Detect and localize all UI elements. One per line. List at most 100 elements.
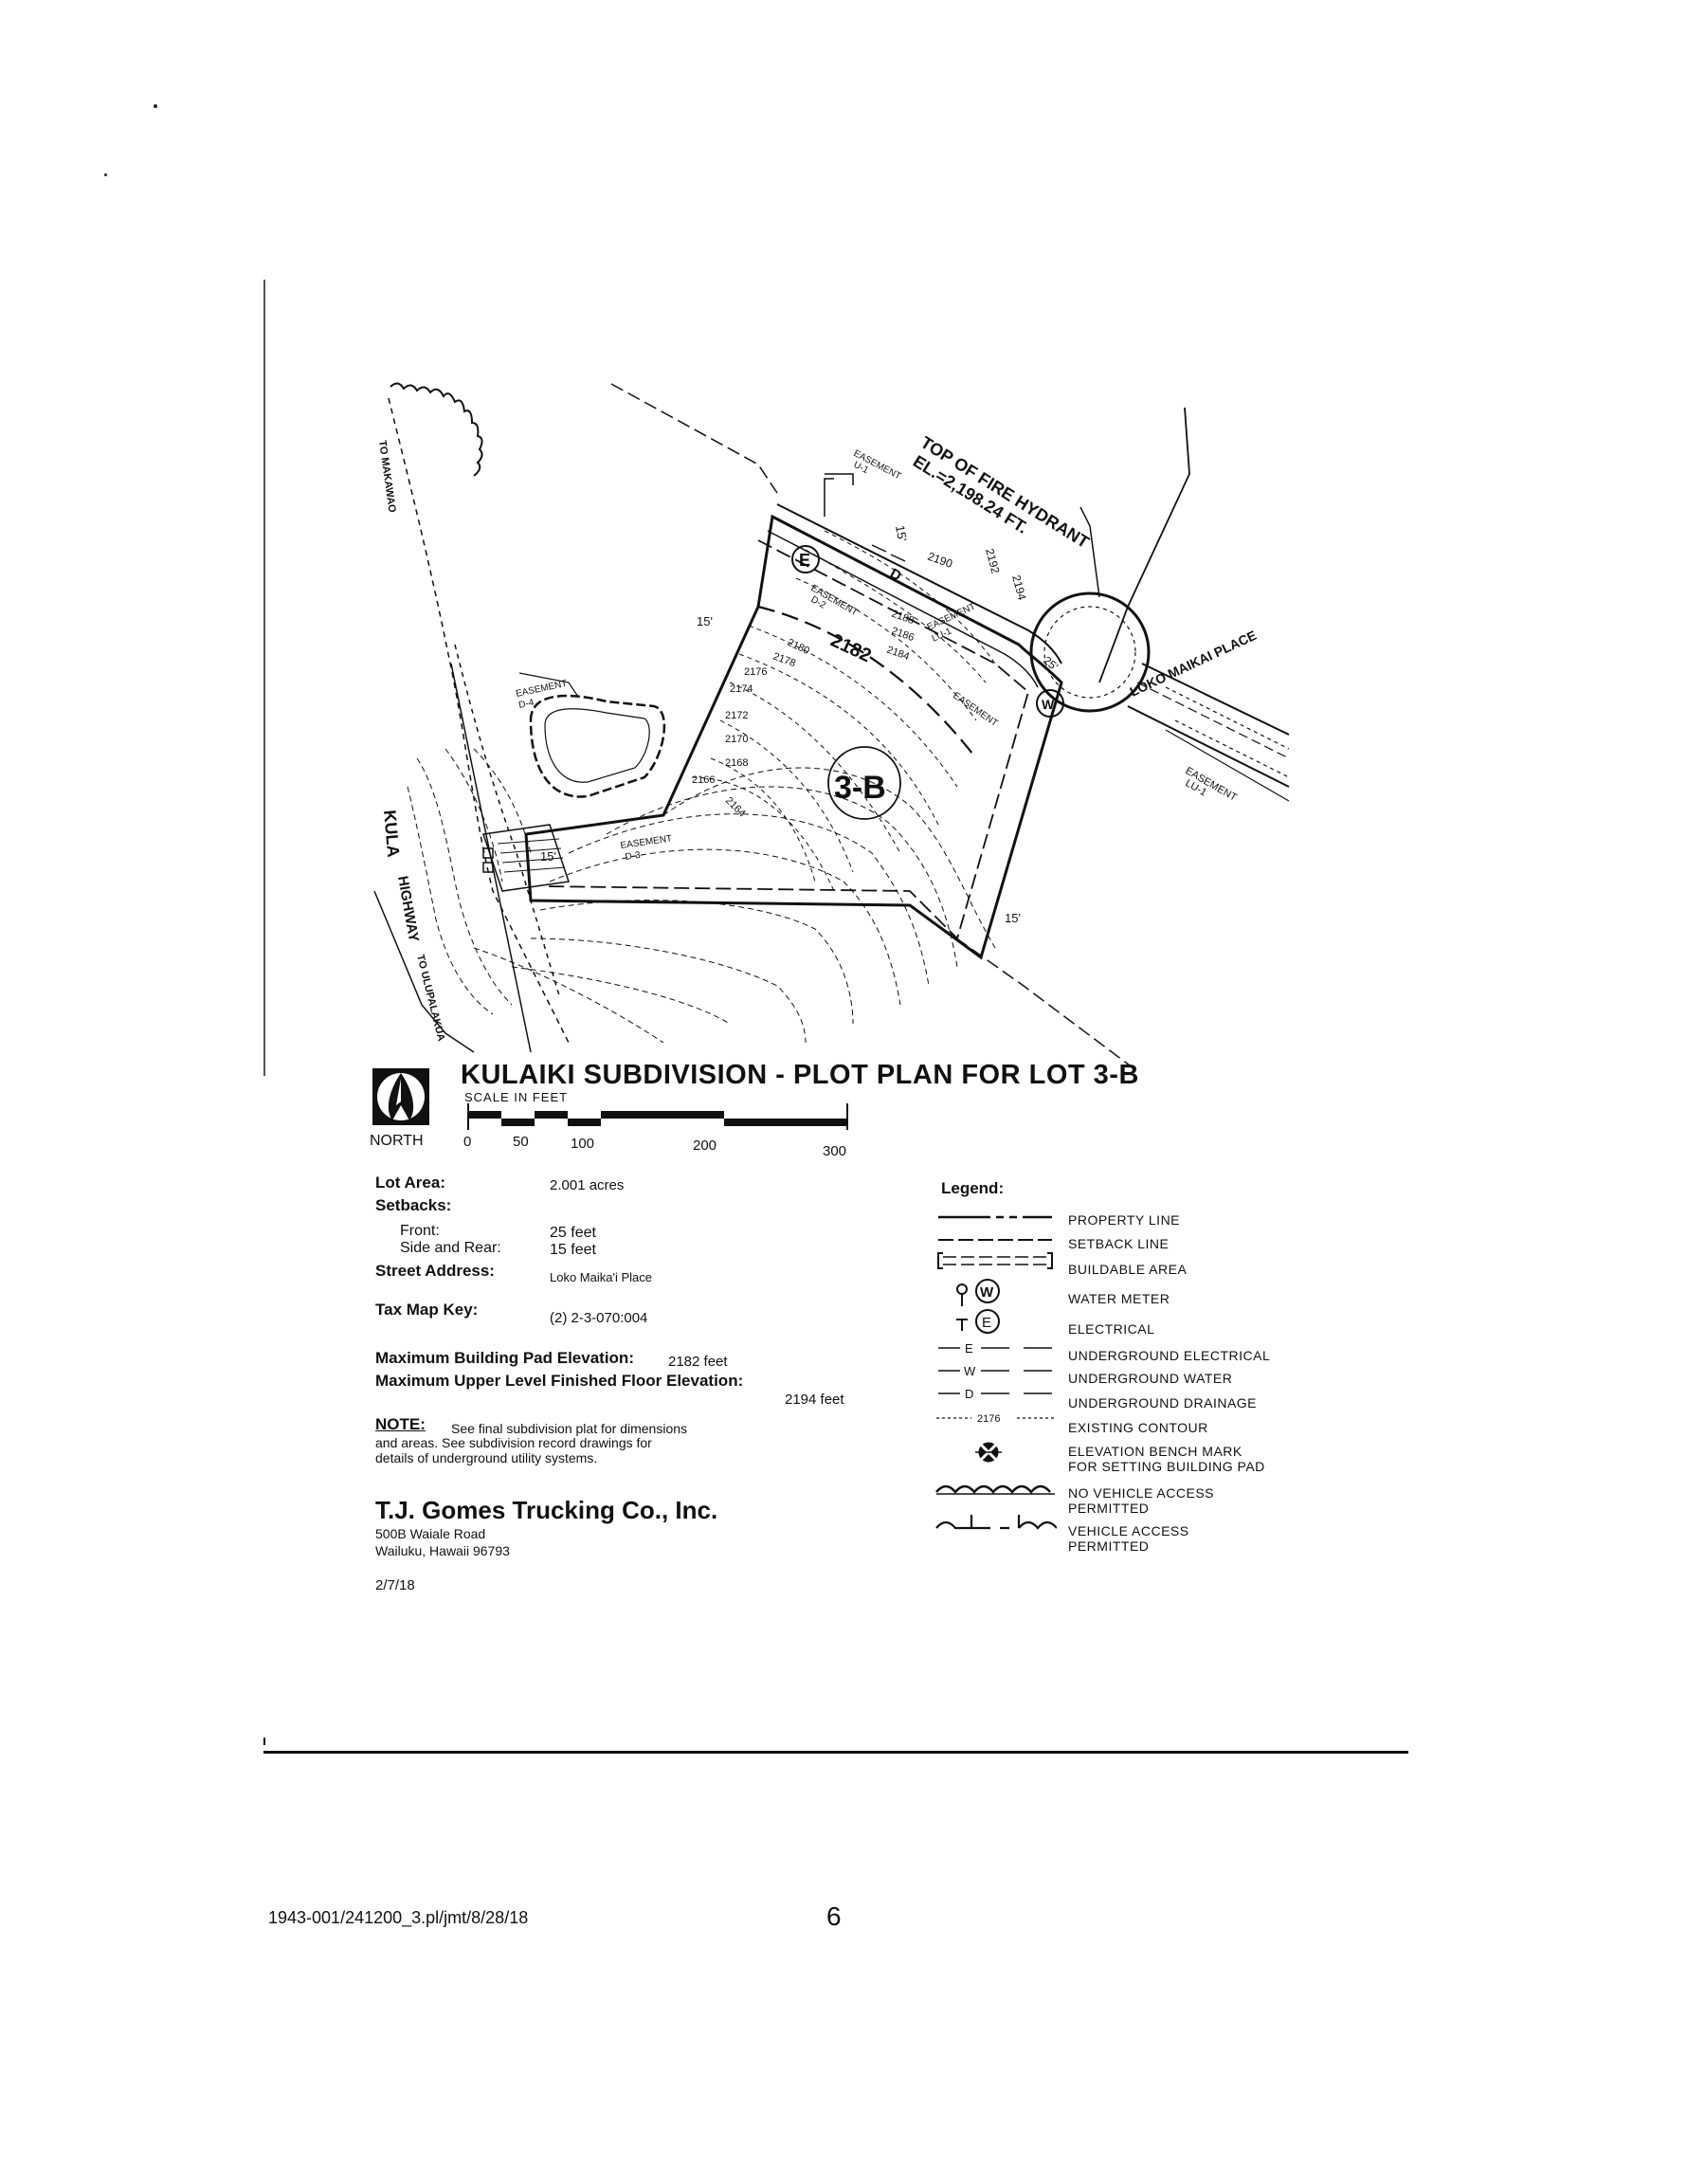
document-id: 1943-001/241200_3.pl/jmt/8/28/18 — [268, 1908, 529, 1927]
north-label: NORTH — [370, 1133, 424, 1149]
hydrant-leader — [824, 478, 1100, 598]
road-label-makawao: TO MAKAWAO — [376, 440, 398, 514]
highway-edge-left — [388, 397, 570, 1044]
plan-title: KULAIKI SUBDIVISION - PLOT PLAN FOR LOT … — [461, 1060, 1139, 1090]
legend-electrical: ELECTRICAL — [1068, 1321, 1155, 1337]
legend-existing-contour: EXISTING CONTOUR — [1068, 1420, 1208, 1435]
legend-no-vehicle-access-2: PERMITTED — [1068, 1501, 1150, 1516]
easement-d3-code: D-3 — [625, 850, 642, 863]
scale-tick-100: 100 — [571, 1136, 595, 1152]
setback-15-right: 15' — [1005, 911, 1021, 925]
legend-sym-uw: W — [964, 1364, 976, 1378]
contour-2178: 2178 — [771, 651, 797, 670]
setback-15-left: 15' — [697, 614, 713, 628]
contour-2182: 2182 — [827, 630, 875, 667]
easement-right: EASEMENT — [951, 690, 999, 729]
water-meter-marker — [1036, 689, 1064, 718]
scale-label: SCALE IN FEET — [464, 1090, 569, 1104]
lot-label: 3-B — [834, 770, 886, 806]
company-address-2: Wailuku, Hawaii 96793 — [375, 1543, 510, 1558]
contour-2172: 2172 — [725, 710, 748, 721]
scale-tick-50: 50 — [513, 1134, 529, 1150]
contour-2168: 2168 — [725, 757, 748, 769]
contour-2182 — [757, 605, 977, 759]
company-name: T.J. Gomes Trucking Co., Inc. — [375, 1496, 718, 1524]
contour-2186: 2186 — [890, 626, 916, 645]
contour-2188: 2188 — [890, 609, 916, 628]
driveway — [482, 824, 570, 892]
highway-edge-right — [454, 644, 560, 996]
legend-bench-mark-1: ELEVATION BENCH MARK — [1068, 1444, 1243, 1459]
pad-elevation-value: 2182 feet — [668, 1354, 728, 1370]
rule-tick — [263, 1738, 265, 1745]
lot-area-value: 2.001 acres — [550, 1177, 625, 1193]
note-line-3: details of underground utility systems. — [375, 1450, 598, 1465]
contour-2180: 2180 — [786, 637, 811, 657]
note-label: NOTE: — [375, 1415, 426, 1433]
boundary-ne-line — [1098, 407, 1190, 683]
legend-sym-w: W — [980, 1284, 994, 1301]
legend-vehicle-access-1: VEHICLE ACCESS — [1068, 1523, 1189, 1538]
left-border-line — [263, 280, 265, 1076]
scale-tick-200: 200 — [693, 1138, 717, 1154]
setback-15-top: 15' — [893, 524, 910, 542]
plan-date: 2/7/18 — [375, 1577, 415, 1593]
easement-d4-code: D-4 — [517, 698, 535, 711]
contour-2164: 2164 — [723, 795, 748, 820]
cul-de-sac — [1029, 592, 1151, 713]
hydrant-label-1: TOP OF FIRE HYDRANT — [917, 432, 1093, 552]
electrical-marker — [791, 545, 820, 573]
side-rear-value: 15 feet — [550, 1242, 596, 1258]
side-rear-label: Side and Rear: — [400, 1240, 501, 1256]
contour-2166: 2166 — [692, 774, 715, 786]
front-value: 25 feet — [550, 1225, 596, 1241]
contour-2176: 2176 — [744, 666, 767, 678]
street-address-value: Loko Maika'i Place — [550, 1270, 652, 1284]
lot-property-line — [524, 514, 1063, 960]
contour-2194: 2194 — [1009, 573, 1029, 602]
tax-map-key-value: (2) 2-3-070:004 — [550, 1310, 648, 1326]
easement-d4-shape — [529, 694, 666, 798]
lot-label-circle — [827, 746, 901, 820]
legend-title: Legend: — [941, 1179, 1005, 1197]
contour-2170: 2170 — [725, 734, 748, 745]
marker-e-label: E — [799, 551, 810, 570]
highway-line-lower — [373, 890, 475, 1053]
pad-elevation-label: Maximum Building Pad Elevation: — [375, 1349, 634, 1367]
north-arrow-icon — [372, 1068, 429, 1125]
legend-vehicle-access-2: PERMITTED — [1068, 1538, 1150, 1554]
scale-tick-0: 0 — [463, 1134, 472, 1150]
scan-mark — [154, 104, 157, 108]
front-label: Front: — [400, 1223, 440, 1239]
legend-underground-water: UNDERGROUND WATER — [1068, 1371, 1233, 1386]
contour-2190: 2190 — [926, 550, 954, 571]
street-address-label: Street Address: — [375, 1262, 495, 1280]
setbacks-label: Setbacks: — [375, 1196, 452, 1214]
legend-sym-contour: 2176 — [977, 1413, 1000, 1425]
floor-elevation-value: 2194 feet — [785, 1392, 844, 1408]
contour-2174: 2174 — [730, 683, 753, 695]
legend-bench-mark-2: FOR SETTING BUILDING PAD — [1068, 1459, 1265, 1474]
legend-water-meter: WATER METER — [1068, 1291, 1170, 1306]
loko-road-north — [1141, 663, 1290, 736]
floor-elevation-label: Maximum Upper Level Finished Floor Eleva… — [375, 1372, 744, 1390]
bottom-rule — [263, 1751, 1408, 1754]
company-address-1: 500B Waiale Road — [375, 1526, 486, 1541]
legend-no-vehicle-access-1: NO VEHICLE ACCESS — [1068, 1485, 1214, 1501]
lot-area-label: Lot Area: — [375, 1174, 445, 1192]
legend-property-line: PROPERTY LINE — [1068, 1212, 1181, 1228]
legend-underground-electrical: UNDERGROUND ELECTRICAL — [1068, 1348, 1271, 1363]
legend-sym-e: E — [982, 1315, 991, 1331]
road-bottom-edge — [767, 530, 1039, 688]
easement-d3: EASEMENT — [620, 833, 673, 851]
note-line-2: and areas. See subdivision record drawin… — [375, 1435, 652, 1450]
boundary-dashed-nw — [610, 383, 778, 494]
lot-setback-line — [544, 539, 1030, 940]
contour-2184: 2184 — [885, 645, 911, 664]
note-line-1: See final subdivision plat for dimension… — [451, 1421, 688, 1436]
legend-sym-ud: D — [965, 1387, 973, 1401]
legend-symbols: E W E W D 2176 — [935, 1215, 1057, 1530]
road-top-edge — [776, 503, 1062, 664]
legend-underground-drainage: UNDERGROUND DRAINAGE — [1068, 1395, 1258, 1410]
contour-2192: 2192 — [983, 547, 1003, 575]
